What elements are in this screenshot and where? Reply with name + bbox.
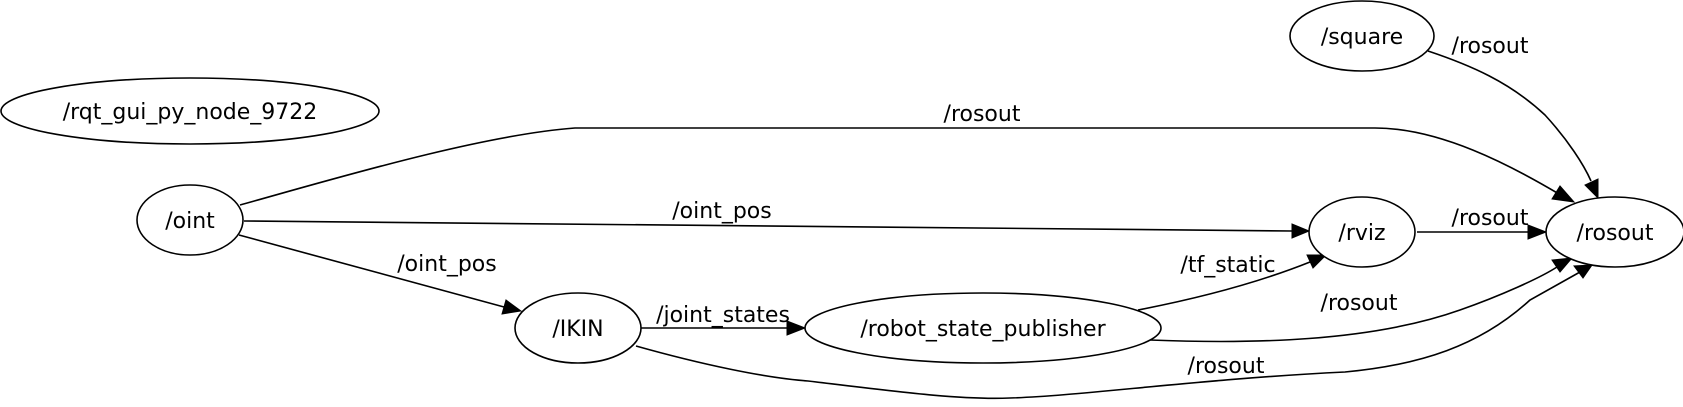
- edge-line: [1137, 261, 1311, 311]
- edge-robot-state-publisher-to-rviz[interactable]: /tf_static: [1137, 253, 1328, 311]
- node-rviz[interactable]: /rviz: [1308, 196, 1416, 268]
- node-ikin[interactable]: /IKIN: [514, 292, 642, 364]
- edge-line: [1427, 50, 1592, 182]
- edge-line: [243, 220, 1293, 232]
- edge-rviz-to-rosout[interactable]: /rosout: [1417, 206, 1548, 240]
- edge-square-to-rosout[interactable]: /rosout: [1427, 34, 1599, 200]
- edge-line: [238, 234, 505, 308]
- edge-ikin-to-rosout[interactable]: /rosout: [635, 264, 1593, 400]
- arrow-head: [501, 299, 523, 315]
- edge-label: /rosout: [1188, 354, 1265, 379]
- node-label: /rqt_gui_py_node_9722: [63, 100, 318, 125]
- edge-label: /tf_static: [1180, 253, 1275, 278]
- edge-oint-to-rviz[interactable]: /oint_pos: [243, 199, 1311, 239]
- edge-ikin-to-robot-state-publisher[interactable]: /joint_states: [640, 303, 807, 336]
- node-label: /robot_state_publisher: [860, 317, 1106, 342]
- node-ellipse: [514, 292, 642, 364]
- edge-line: [1149, 266, 1558, 343]
- node-label: /oint: [165, 209, 215, 234]
- edge-label: /rosout: [1321, 291, 1398, 316]
- node-label: /IKIN: [552, 317, 603, 342]
- node-rqt-gui[interactable]: /rqt_gui_py_node_9722: [0, 77, 380, 145]
- node-oint[interactable]: /oint: [136, 184, 244, 256]
- edge-oint-to-rosout[interactable]: /rosout: [239, 102, 1576, 206]
- arrow-head: [1291, 223, 1311, 239]
- arrow-head: [1584, 178, 1599, 200]
- arrow-head: [1551, 185, 1576, 203]
- arrow-head: [786, 320, 807, 336]
- node-ellipse: [0, 77, 380, 145]
- node-label: /rosout: [1577, 221, 1654, 246]
- edge-oint-to-ikin[interactable]: /oint_pos: [238, 234, 523, 315]
- edge-robot-state-publisher-to-rosout[interactable]: /rosout: [1149, 257, 1574, 343]
- arrow-head: [1527, 224, 1548, 240]
- node-ellipse: [1308, 196, 1416, 268]
- node-ellipse: [136, 184, 244, 256]
- node-ellipse: [804, 292, 1162, 364]
- edge-label: /oint_pos: [672, 199, 771, 224]
- node-square[interactable]: /square: [1289, 0, 1435, 72]
- edge-line: [239, 127, 1560, 206]
- arrow-head: [1551, 257, 1574, 273]
- edge-label: /rosout: [944, 102, 1021, 127]
- edge-label: /rosout: [1452, 34, 1529, 59]
- edge-label: /joint_states: [656, 303, 790, 328]
- arrow-head: [1306, 254, 1328, 269]
- node-label: /rviz: [1338, 221, 1385, 246]
- edge-label: /rosout: [1452, 206, 1529, 231]
- edge-label: /oint_pos: [397, 252, 496, 277]
- node-label: /square: [1321, 25, 1403, 50]
- arrow-head: [1573, 264, 1593, 279]
- node-robot-state-publisher[interactable]: /robot_state_publisher: [804, 292, 1162, 364]
- edge-line: [635, 271, 1581, 400]
- node-ellipse: [1545, 196, 1683, 268]
- node-ellipse: [1289, 0, 1435, 72]
- node-rosout[interactable]: /rosout: [1545, 196, 1683, 268]
